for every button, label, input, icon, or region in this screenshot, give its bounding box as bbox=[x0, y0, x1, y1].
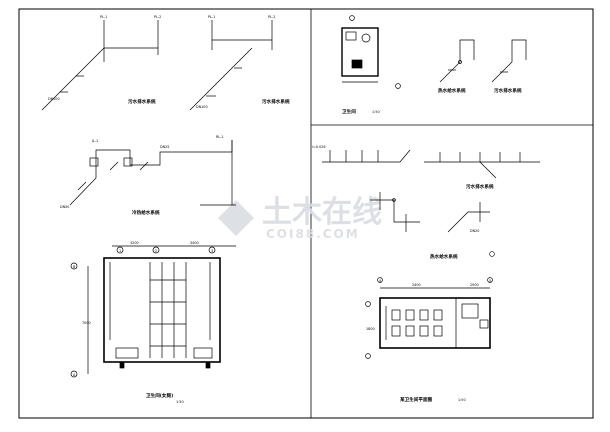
axis-3: 3 bbox=[211, 249, 213, 253]
hot-water-isometric bbox=[439, 39, 475, 83]
scale-plan-1f: 1:50 bbox=[458, 398, 466, 402]
title-hot-supply-system: 热水给水系统 bbox=[430, 253, 458, 260]
pipe-size-dn100: DN100 bbox=[48, 97, 60, 101]
toilet-floor-plan: 3200 3400 bbox=[70, 241, 236, 378]
pipe-size-dn50: DN50 bbox=[60, 205, 69, 209]
sewage-isometric-diagram bbox=[41, 20, 273, 111]
dim-2400: 2400 bbox=[412, 283, 421, 287]
axis-b: B bbox=[73, 265, 76, 269]
axis-1: 1 bbox=[119, 249, 121, 253]
axis-a: A bbox=[73, 373, 76, 377]
dim-1800: 1800 bbox=[366, 327, 375, 331]
sheet-border bbox=[18, 8, 594, 419]
title-sewage-system: 污水排水系统 bbox=[128, 98, 156, 105]
watermark: 土木在线 COI88.COM bbox=[218, 195, 382, 241]
axis-4: 4 bbox=[379, 279, 381, 283]
dim-3400: 3400 bbox=[190, 241, 199, 245]
dim-7000: 7000 bbox=[82, 321, 91, 325]
dim-2900: 2900 bbox=[470, 283, 479, 287]
title-toilet-small: 卫生间 bbox=[342, 108, 356, 115]
title-drainage-b: 污水排水系统 bbox=[466, 183, 494, 190]
pipe-size-dn25: DN25 bbox=[160, 145, 169, 149]
pipe-tag-rl1: RL-1 bbox=[216, 135, 224, 139]
axis-bubble-right bbox=[489, 251, 495, 257]
pipe-tag-pl2: PL-2 bbox=[154, 15, 161, 19]
scale-plan-toilet: 1:50 bbox=[176, 400, 184, 404]
title-cold-hot-system: 冷热给水系统 bbox=[132, 209, 160, 216]
hot-supply-isometric bbox=[370, 192, 490, 233]
dim-3200: 3200 bbox=[130, 241, 139, 245]
title-drainage-right: 污水排水系统 bbox=[494, 87, 522, 94]
watermark-cn: 土木在线 bbox=[262, 195, 382, 230]
title-plan-1f: 某卫生间平面图 bbox=[399, 396, 433, 403]
pipe-tag-pl1-b: PL-1 bbox=[208, 15, 215, 19]
title-floor-plan-toilet: 卫生间(女厕) bbox=[146, 392, 173, 399]
pipe-size-dn20: DN20 bbox=[470, 229, 479, 233]
pipe-tag-pl2-b: PL-2 bbox=[268, 15, 275, 19]
drainage-isometric-right bbox=[491, 39, 527, 83]
scale-toilet-small: 1:50 bbox=[372, 110, 380, 114]
pipe-tag-jl1: JL-1 bbox=[91, 139, 98, 143]
title-sewage-system-right: 污水排水系统 bbox=[262, 98, 290, 105]
pipe-slope: i=0.026 bbox=[312, 145, 326, 149]
axis-2: 2 bbox=[155, 249, 157, 253]
pipe-size-dn100-b: DN100 bbox=[196, 105, 208, 109]
title-hot-water-system: 热水给水系统 bbox=[438, 87, 466, 94]
drainage-isometric-middle bbox=[322, 149, 540, 179]
axis-5: 5 bbox=[489, 279, 491, 283]
watermark-en: COI88.COM bbox=[266, 227, 360, 241]
cold-hot-isometric-diagram bbox=[69, 140, 236, 206]
pipe-tag-pl1: PL-1 bbox=[100, 15, 107, 19]
toilet-plan-1f bbox=[365, 277, 493, 359]
small-toilet-plan bbox=[341, 15, 401, 89]
